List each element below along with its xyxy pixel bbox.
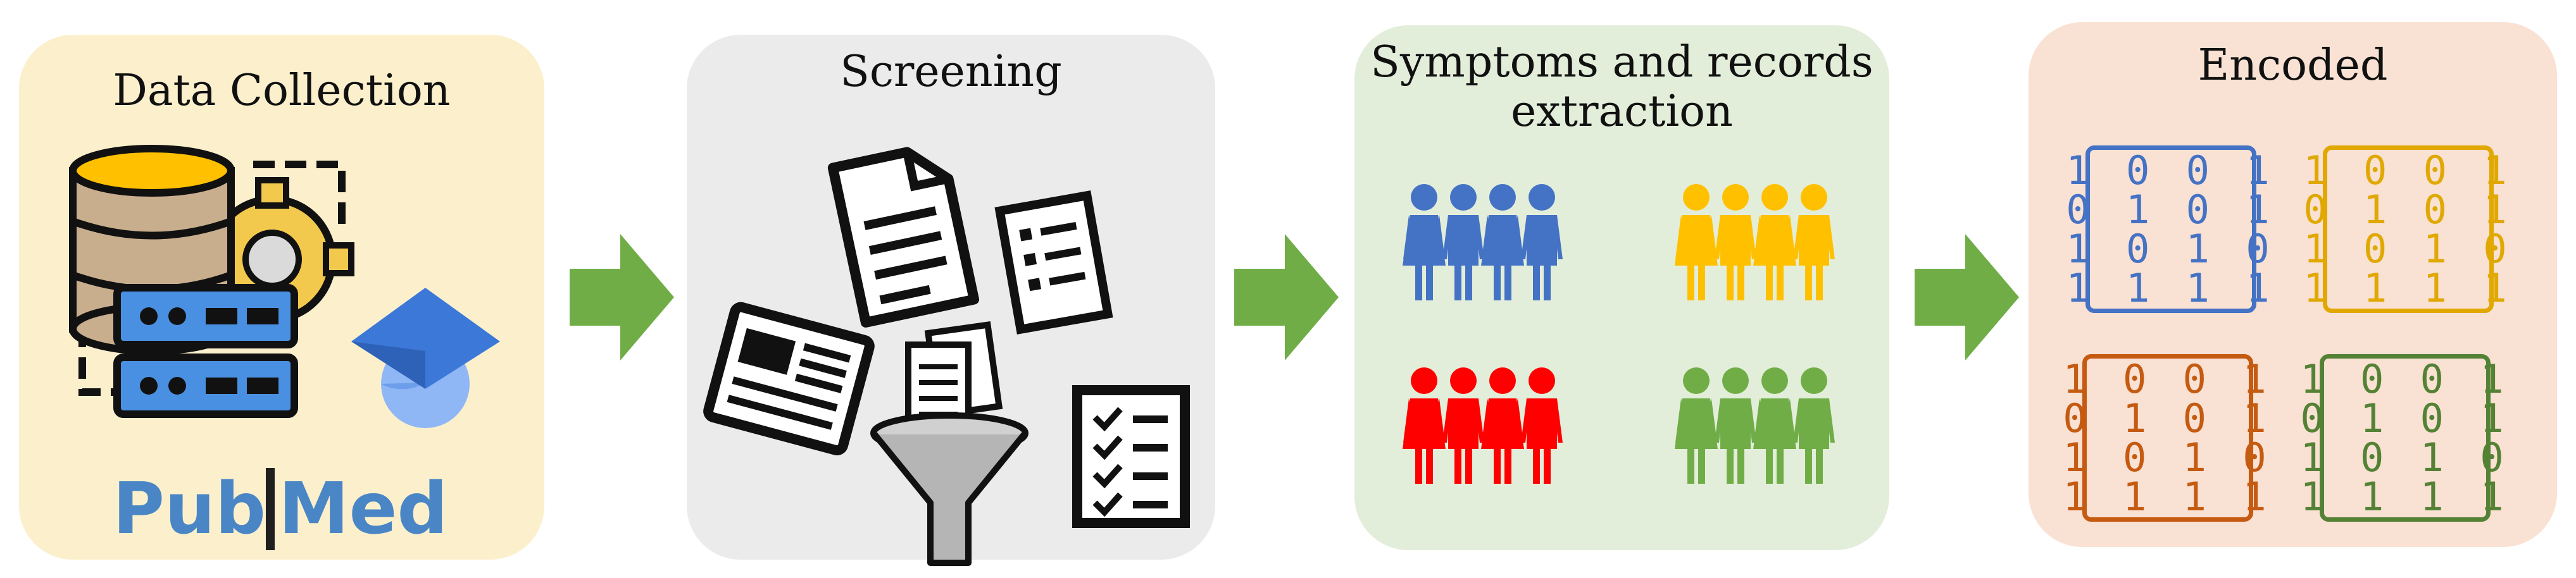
binary-row: 1 1 1 1 [2300, 473, 2510, 520]
database-server-icon [69, 145, 354, 418]
checklist-icon [1072, 385, 1190, 528]
panel-title-line1: Symptoms and records [1370, 37, 1873, 87]
binary-row: 0 1 0 1 [2300, 395, 2510, 441]
binary-row: 0 1 0 1 [2063, 395, 2273, 441]
flow-arrow [1915, 234, 2019, 360]
binary-row: 0 1 0 1 [2066, 186, 2276, 233]
pubmed-logo-med: Med [266, 468, 448, 550]
binary-row: 0 1 0 1 [2303, 186, 2513, 233]
person-icon [1403, 184, 1446, 300]
panel-title: Symptoms and records extraction [1354, 38, 1889, 137]
binary-row: 1 0 1 0 [2300, 434, 2510, 481]
people-group-red [1403, 367, 1563, 484]
flow-arrow-shape [570, 234, 674, 360]
person-icon [1521, 367, 1563, 484]
person-icon [1481, 367, 1524, 484]
panel-title: Data Collection [113, 66, 451, 116]
binary-row: 1 0 1 0 [2066, 225, 2276, 272]
list-document-icon [994, 190, 1113, 335]
binary-row: 1 0 1 0 [2303, 225, 2513, 272]
panel-symptoms-extraction: Symptoms and records extraction [1354, 25, 1889, 550]
flow-arrow-shape [1915, 234, 2019, 360]
flow-arrow [570, 234, 674, 360]
person-icon [1675, 367, 1718, 484]
person-icon [1481, 184, 1524, 300]
scholar-cap-icon [351, 288, 500, 428]
funnel-icon [870, 321, 1029, 566]
person-icon [1793, 184, 1835, 300]
people-groups [1403, 184, 1835, 484]
binary-row: 1 0 0 1 [2300, 355, 2510, 402]
document-icon [827, 147, 980, 328]
binary-row: 1 0 1 0 [2063, 434, 2273, 481]
person-icon [1753, 367, 1796, 484]
binary-row: 1 1 1 1 [2303, 264, 2513, 311]
binary-row: 1 0 0 1 [2303, 147, 2513, 194]
panel-title: Encoded [2198, 40, 2388, 90]
person-icon [1715, 184, 1756, 300]
person-icon [1753, 184, 1796, 300]
panel-title-line2: extraction [1511, 87, 1733, 137]
flow-arrow [1234, 234, 1339, 360]
binary-row: 1 0 0 1 [2066, 147, 2276, 194]
binary-row: 1 1 1 1 [2066, 264, 2276, 311]
person-icon [1403, 367, 1446, 484]
binary-row: 1 1 1 1 [2063, 473, 2273, 520]
newspaper-icon [703, 302, 875, 456]
panel-encoded: Encoded [2029, 22, 2557, 547]
person-icon [1715, 367, 1756, 484]
people-group-green [1675, 367, 1835, 484]
people-group-yellow [1675, 184, 1835, 300]
people-group-blue [1403, 184, 1563, 300]
person-icon [1521, 184, 1563, 300]
person-icon [1793, 367, 1835, 484]
person-icon [1442, 367, 1484, 484]
person-icon [1442, 184, 1484, 300]
flow-arrow-shape [1234, 234, 1339, 360]
panel-title: Screening [840, 47, 1062, 97]
person-icon [1675, 184, 1718, 300]
binary-row: 1 0 0 1 [2063, 355, 2273, 402]
